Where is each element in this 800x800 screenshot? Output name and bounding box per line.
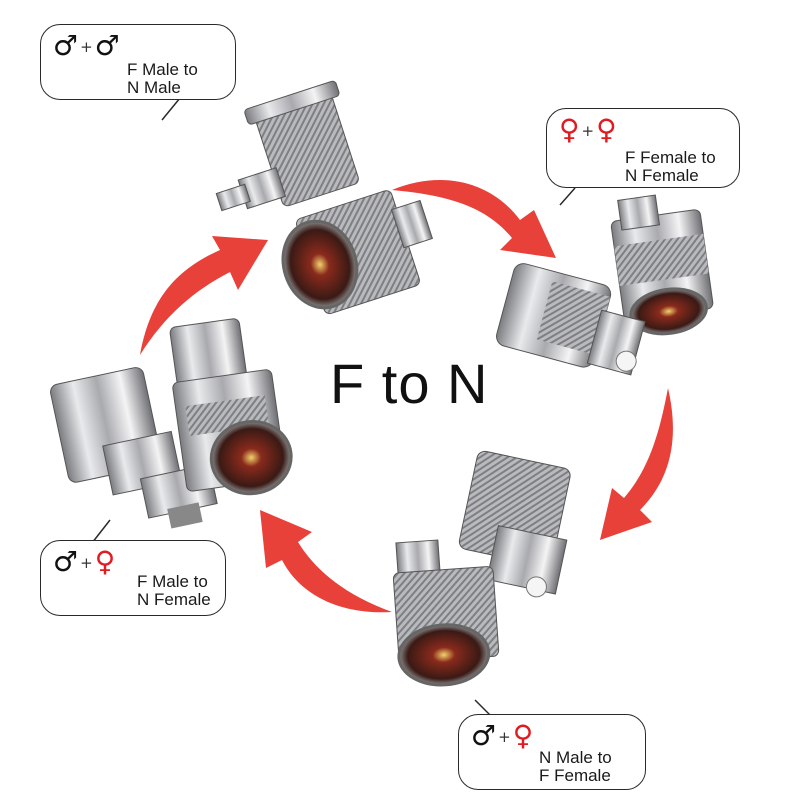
male-symbol-icon: ♂ xyxy=(471,719,497,752)
gender-symbols: ♂+♀ xyxy=(471,719,534,752)
adapter-caption: F Female to N Female xyxy=(625,148,716,185)
male-symbol-icon: ♂ xyxy=(53,545,79,578)
connector-icon xyxy=(215,80,434,315)
female-symbol-icon: ♀ xyxy=(596,113,617,146)
adapter-caption: F Male to N Female xyxy=(137,572,211,609)
label-bubble-n-male-f-female: ♂+♀ N Male to F Female xyxy=(458,714,646,790)
female-symbol-icon: ♀ xyxy=(94,545,116,578)
gender-symbols: ♂+♂ xyxy=(53,29,120,62)
male-symbol-icon: ♂ xyxy=(53,29,79,62)
connector-icon xyxy=(392,450,571,687)
label-bubble-f-male-n-male: ♂+♂ F Male to N Male xyxy=(40,24,236,100)
adapter-caption: N Male to F Female xyxy=(539,748,612,785)
label-bubble-f-female-n-female: ♀+♀ F Female to N Female xyxy=(546,108,740,188)
arrow-icon xyxy=(260,510,392,613)
label-bubble-f-male-n-female: ♂+♀ F Male to N Female xyxy=(40,540,226,616)
arrow-icon xyxy=(392,180,556,258)
gender-symbols: ♀+♀ xyxy=(559,113,617,146)
connector-icon xyxy=(496,194,714,376)
gender-symbols: ♂+♀ xyxy=(53,545,116,578)
arrow-icon xyxy=(600,388,673,540)
page-title: F to N xyxy=(330,352,489,415)
female-symbol-icon: ♀ xyxy=(559,113,580,146)
female-symbol-icon: ♀ xyxy=(512,719,534,752)
adapter-caption: F Male to N Male xyxy=(127,60,198,97)
arrow-icon xyxy=(140,236,268,355)
male-symbol-icon: ♂ xyxy=(94,29,120,62)
connector-icon xyxy=(50,318,293,529)
